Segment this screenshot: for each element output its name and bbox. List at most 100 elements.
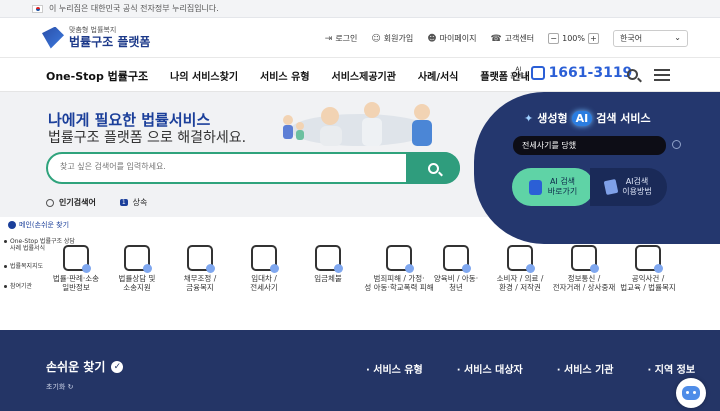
link-service-type[interactable]: · 서비스 유형 [366,365,423,376]
wage-icon [315,245,343,273]
category-label: 법률·판례·소송 [52,274,100,283]
category-label: 소송지원 [123,283,151,292]
category-label: 일반정보 [62,283,90,292]
victim-icon [386,245,414,273]
category-label: 임대차 / [251,274,277,283]
public-icon [635,245,663,273]
ai-search-icon[interactable] [672,140,681,149]
subnav-heading[interactable]: 메인(손쉬운 찾기 [8,220,69,230]
user-icon: ☻ [427,34,437,44]
phone-icon [530,66,545,80]
category-label: 환경 / 저작권 [499,283,541,292]
nav-item-onestop[interactable]: One-Stop 법률구조 [46,70,149,83]
refresh-icon: ↻ [67,383,74,391]
ai-doc-icon [528,179,542,195]
zoom-out-button[interactable]: − [548,33,560,44]
gavel-icon [63,245,91,273]
category-it[interactable]: 정보통신 /전자거래 / 상사중재 [552,245,616,292]
magnifier-icon [427,162,439,174]
headset-icon: ☎ [490,34,502,44]
language-select[interactable]: 한국어⌄ [613,30,688,47]
category-consumer[interactable]: 소비자 / 의료 /환경 / 저작권 [488,245,552,292]
zoom-level: 100% [562,34,585,43]
hero-subtitle: 법률구조 플랫폼 으로 해결하세요. [48,130,247,146]
logo-icon [42,26,64,49]
category-label: 전세사기 [250,283,278,292]
login-icon: ⇥ [324,34,333,44]
user-add-icon: ☺ [371,34,381,44]
zoom-control: − 100% + [548,33,599,44]
popular-rank-badge: 1 [119,199,128,206]
search-input[interactable] [60,162,400,171]
hamburger-menu-icon[interactable] [654,69,670,81]
ai-title-post: 검색 서비스 [596,112,651,125]
reset-button[interactable]: 초기화 ↻ [46,382,73,392]
nav-item-platform[interactable]: 플랫폼 안내 [480,72,530,83]
ai-panel-title: ✦ 생성형 AI 검색 서비스 [524,110,651,126]
category-label: 정보통신 / [567,274,601,283]
mypage-link[interactable]: ☻마이페이지 [427,33,476,44]
ai-btn1-line1: AI 검색 [549,177,576,186]
support-label: 고객센터 [504,34,535,43]
category-family[interactable]: 양육비 / 아동·청년 [424,245,488,292]
nav-item-provider[interactable]: 서비스제공기관 [331,72,396,83]
ai-title-pre: 생성형 [537,112,568,125]
nav-item-service-type[interactable]: 서비스 유형 [260,72,310,83]
search-icon[interactable] [627,69,638,80]
category-label: 채무조정 / [183,274,217,283]
easy-find-links: · 서비스 유형 · 서비스 대상자 · 서비스 기관 · 지역 정보 [366,361,720,376]
category-finance[interactable]: 채무조정 /금융복지 [168,245,232,292]
callcenter-label: 콜센터 [510,73,527,80]
hero-illustration [283,102,432,146]
chevron-down-icon: ⌄ [674,33,681,42]
nav-item-cases[interactable]: 사례/서식 [417,72,459,83]
link-target[interactable]: · 서비스 대상자 [456,365,523,376]
subnav-item-partners[interactable]: 참여기관 [3,283,33,290]
category-lease[interactable]: 임대차 /전세사기 [232,245,296,292]
hero-title: 나에게 필요한 법률서비스 [48,111,211,129]
category-label: 금융복지 [186,283,214,292]
site-logo[interactable]: 맞춤형 법률복지 법률구조 플랫폼 [42,26,150,49]
search-button[interactable] [406,152,460,184]
category-label: 범죄피해 / 가정· [373,274,425,283]
popular-term[interactable]: 상속 [132,198,148,207]
zoom-in-button[interactable]: + [588,33,599,44]
category-wage[interactable]: 임금체불 [296,245,360,283]
link-agency[interactable]: · 서비스 기관 [556,365,614,376]
chatbot-button[interactable] [676,378,706,408]
easy-find-title: 손쉬운 찾기✓ [46,358,124,375]
clock-icon [46,198,54,207]
nav-item-my-service[interactable]: 나의 서비스찾기 [170,72,239,83]
main-nav: One-Stop 법률구조 나의 서비스찾기 서비스 유형 서비스제공기관 사례… [0,58,720,92]
popular-searches: 인기검색어 1 상속 [46,197,147,208]
category-public[interactable]: 공익사건 /법교육 / 법률복지 [616,245,680,292]
link-region[interactable]: · 지역 정보 [647,365,696,376]
ai-query-input[interactable]: 전세사기를 당했 [513,136,666,155]
signup-label: 회원가입 [383,34,414,43]
category-label: 공익사건 / [631,274,665,283]
gov-banner-text: 이 누리집은 대한민국 공식 전자정부 누리집입니다. [49,4,219,13]
subnav-item-onestop[interactable]: One-Stop 법률구조 상담사례 법률서식 [4,238,80,252]
signup-link[interactable]: ☺회원가입 [371,33,413,44]
category-label: 소비자 / 의료 / [496,274,544,283]
sparkle-icon: ✦ [524,111,534,125]
subnav-item-map[interactable]: 법률복지지도 [3,263,44,270]
category-label: 법교육 / 법률복지 [620,283,676,292]
login-link[interactable]: ⇥로그인 [325,33,358,44]
ai-btn2-line1: AI검색 [625,177,649,186]
it-icon [571,245,599,273]
category-label: 청년 [449,283,463,292]
korea-flag-icon [32,4,43,13]
category-label: 양육비 / 아동· [433,274,479,283]
category-victim[interactable]: 범죄피해 / 가정·성 아동·학교폭력 피해 [362,245,436,292]
logo-subtitle: 맞춤형 법률복지 [69,26,117,34]
ai-btn2-line2: 이용방법 [622,187,652,196]
category-label: 성 아동·학교폭력 피해 [364,283,434,292]
support-link[interactable]: ☎고객센터 [490,33,534,44]
search-box [46,152,460,184]
